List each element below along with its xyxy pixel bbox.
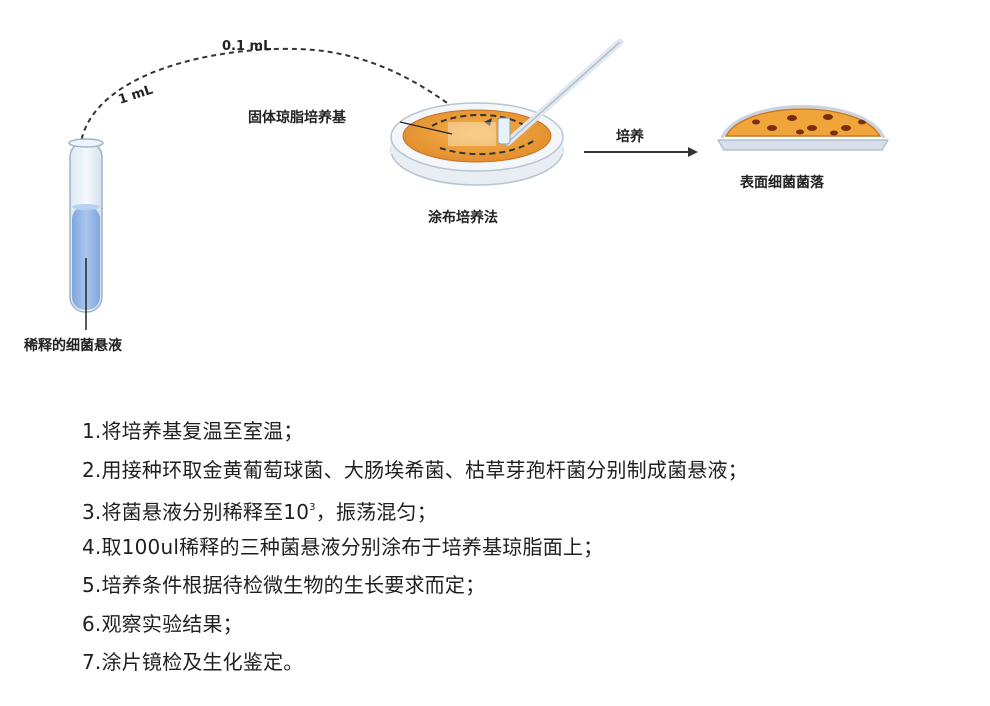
step-item: 1.将培养基复温至室温； [82,419,304,443]
label-incubate: 培养 [616,128,645,145]
label-volume-top: 0.1 mL [222,39,271,54]
step-item: 4.取100ul稀释的三种菌悬液分别涂布于培养基琼脂面上； [82,534,604,559]
procedure-steps: 1.将培养基复温至室温； 2.用接种环取金黄葡萄球菌、大肠埃希菌、枯草芽孢杆菌分… [82,412,962,682]
step-item: 7.涂片镜检及生化鉴定。 [82,650,304,674]
label-agar-base: 固体琼脂培养基 [248,109,347,126]
spread-plate-diagram: 0.1 mL 1 mL 固体琼脂培养基 涂布培养法 培养 表面细菌菌落 稀释的细… [24,38,890,354]
step-item: 3.将菌悬液分别稀释至103，振荡混匀； [82,500,437,524]
label-diluted-suspension: 稀释的细菌悬液 [24,337,123,354]
petri-dish-spreading [390,38,624,186]
incubate-arrow [584,147,698,157]
step-item: 5.培养条件根据待检微生物的生长要求而定； [82,573,486,597]
label-spread-method: 涂布培养法 [428,209,498,226]
step-item: 6.观察实验结果； [82,611,243,636]
exponent: 3 [309,502,316,513]
label-volume-side: 1 mL [117,83,155,108]
step-item: 2.用接种环取金黄葡萄球菌、大肠埃希菌、枯草芽孢杆菌分别制成菌悬液； [82,457,748,482]
label-surface-colonies: 表面细菌菌落 [739,174,825,191]
petri-dish-colonies [716,105,890,151]
test-tube [68,138,104,330]
transfer-path [79,47,469,149]
